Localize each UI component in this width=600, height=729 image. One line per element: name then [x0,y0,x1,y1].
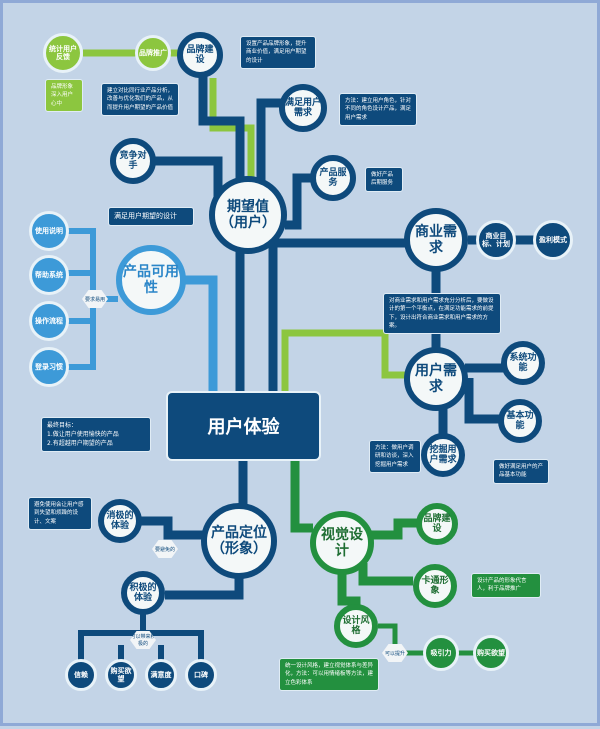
positive-hex-label: 可以带来积极的 [130,631,156,649]
node-business-goals: 商业目标、计划 [476,220,516,260]
visual-hex-label: 可以提升 [382,644,408,662]
note-service: 做好产品后期服务 [365,167,403,192]
note-dig: 方法：做用户调研和访谈，深入挖掘用户需求 [369,440,421,473]
note-cartoon: 设计产品的形象代言人，利于品牌推广 [471,573,541,598]
connector-expect-service [285,173,313,230]
usability-hex-label: 要求易用 [82,290,108,308]
green-node-feedback: 统计用户反馈 [43,33,83,73]
note-basic-functions: 做好满足用户的产品基本功能 [493,459,549,484]
positive-item: 口碑 [185,659,217,691]
node-dig-user-needs: 挖掘用户需求 [421,433,465,477]
node-basic-functions: 基本功能 [498,399,542,443]
connector-usability-center [183,275,218,393]
node-design-style: 设计风格 [334,604,378,648]
note-design-style: 统一设计风格，建立视觉体系与差异化，方法：可以用情绪板等方法，建立色彩体系 [279,658,379,691]
note-final-goal: 最终目标： 1.做让用户使用愉快的产品 2.有超越用户期望的产品 [41,417,151,452]
positive-item: 购买欲望 [105,659,137,691]
connector-expect-competitor [153,156,223,203]
connector-expect-brand [198,75,245,178]
node-meet-user-needs: 满足用户需求 [279,84,327,132]
connector-userreq-basic [464,378,500,424]
connector-positioning-negative [140,516,203,540]
node-visual-design: 视觉设计 [310,511,374,575]
connector-expect-needs [256,98,283,181]
connector-positioning-positive [165,577,244,600]
node-business-needs: 商业需求 [404,208,468,272]
connector-center-userreq-green [281,329,408,393]
usability-item: 操作流程 [29,301,69,341]
green-node-promotion: 品牌推广 [135,35,171,71]
node-negative-experience: 消极的体验 [98,499,142,543]
green-note: 品牌形象深入用户心中 [45,79,83,112]
note-user-needs: 方法：建立用户角色，针对不同的角色设计产品，满足用户需求 [339,93,417,126]
node-cartoon-image: 卡通形象 [413,564,457,608]
node-profit-model: 盈利模式 [533,220,573,260]
node-purchase-desire: 购买欲望 [473,635,509,671]
connector-visual-brand [371,518,417,540]
node-product-service: 产品服务 [310,155,356,201]
connector-visual-cartoon [358,563,413,586]
node-usability: 产品可用性 [116,245,186,315]
usability-item: 登录习惯 [29,347,69,387]
node-visual-brand: 品牌建设 [416,503,458,545]
connector-center-visual [290,461,313,533]
usability-item: 使用说明 [29,211,69,251]
note-competitor: 建立对比同行业产品分析，改善与优化我们的产品，从而提升用户期望的产品价值 [101,83,179,116]
node-attraction: 吸引力 [423,635,459,671]
node-positive-experience: 积极的体验 [121,571,165,615]
usability-item: 帮助系统 [29,255,69,295]
note-business: 对商业需求和用户需求充分分析后，要做设计的第一个平衡点，在满足功能需求的前提下，… [383,293,501,334]
positive-item: 满意度 [145,659,177,691]
note-brand: 设置产品品牌形象，提升商业价值，满足用户期望的设计 [240,36,316,69]
negative-hex-label: 要避免的 [152,540,178,558]
connector-visual-style [337,573,361,606]
node-competitor: 竞争对手 [110,138,156,184]
connector-expect-brand-green [209,78,255,178]
note-expectation-design: 满足用户期望的设计 [108,207,194,226]
positive-item: 信赖 [65,659,97,691]
node-brand-building: 品牌建设 [177,32,223,78]
node-user-requirements: 用户需求 [404,347,468,411]
center-title: 用户体验 [166,391,321,461]
note-negative: 避免使用会让用户感到失望和烦躁的设计、文案 [28,497,92,530]
node-expectation: 期望值（用户） [209,176,287,254]
node-positioning: 产品定位（形象） [201,503,277,579]
node-system-functions: 系统功能 [501,341,545,385]
